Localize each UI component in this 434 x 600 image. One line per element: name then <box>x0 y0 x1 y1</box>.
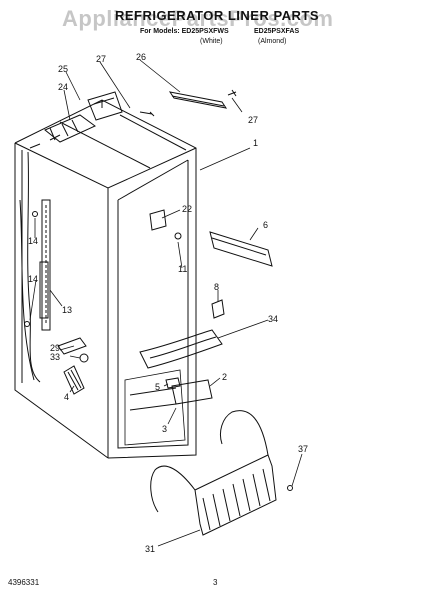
callout-8: 8 <box>214 282 219 292</box>
screw-37 <box>287 485 293 491</box>
callout-4: 4 <box>64 392 69 402</box>
top-trim-part <box>168 91 228 109</box>
heater-assembly <box>150 410 277 536</box>
callout-numbers: 25 27 26 24 27 1 22 6 14 11 14 13 8 34 2… <box>28 52 308 554</box>
screw-14-upper <box>32 211 38 217</box>
bracket-2 <box>171 379 213 405</box>
callout-11: 11 <box>178 264 187 274</box>
callout-6: 6 <box>263 220 268 230</box>
model-line-left: For Models: ED25PSXFWS <box>140 28 229 35</box>
air-duct <box>139 329 223 369</box>
callout-2: 2 <box>222 372 227 382</box>
callout-29: 29 <box>50 343 60 353</box>
callout-27-left: 27 <box>96 54 106 64</box>
callout-13: 13 <box>62 305 72 315</box>
liner-cabinet <box>14 99 197 459</box>
callout-14-lower: 14 <box>28 274 38 284</box>
bracket-22 <box>149 209 167 231</box>
callout-3: 3 <box>162 424 167 434</box>
screw-14-lower <box>24 321 30 327</box>
screw-11 <box>174 232 182 240</box>
part-5 <box>165 377 181 389</box>
document-number: 4396331 <box>8 578 40 587</box>
watermark-text: AppliancePartsPros.com <box>62 6 334 31</box>
diagram-title: REFRIGERATOR LINER PARTS <box>114 8 320 23</box>
callout-34: 34 <box>268 314 278 324</box>
callout-25: 25 <box>58 64 68 74</box>
callout-27-right: 27 <box>248 115 258 125</box>
color-label-almond: (Almond) <box>258 38 287 45</box>
control-bracket <box>44 91 123 143</box>
leader-lines <box>29 59 303 547</box>
grille-4 <box>63 365 85 395</box>
callout-5: 5 <box>155 382 160 392</box>
callout-22: 22 <box>182 204 192 214</box>
callout-31: 31 <box>145 544 155 554</box>
callout-24: 24 <box>58 82 68 92</box>
page-number: 3 <box>213 578 218 587</box>
callout-33: 33 <box>50 352 60 362</box>
callout-14-upper: 14 <box>28 236 38 246</box>
screw-27-right <box>227 89 237 97</box>
vertical-rail <box>39 199 51 331</box>
callout-37: 37 <box>298 444 308 454</box>
clip-8 <box>211 299 225 319</box>
callout-26: 26 <box>136 52 146 62</box>
part-29 <box>57 337 87 355</box>
color-label-white: (White) <box>200 38 223 45</box>
part-33 <box>79 353 89 363</box>
cover-panel <box>209 231 273 267</box>
callout-1: 1 <box>253 138 258 148</box>
model-line-right: ED25PSXFAS <box>254 28 300 35</box>
screw-27-left <box>139 111 155 117</box>
